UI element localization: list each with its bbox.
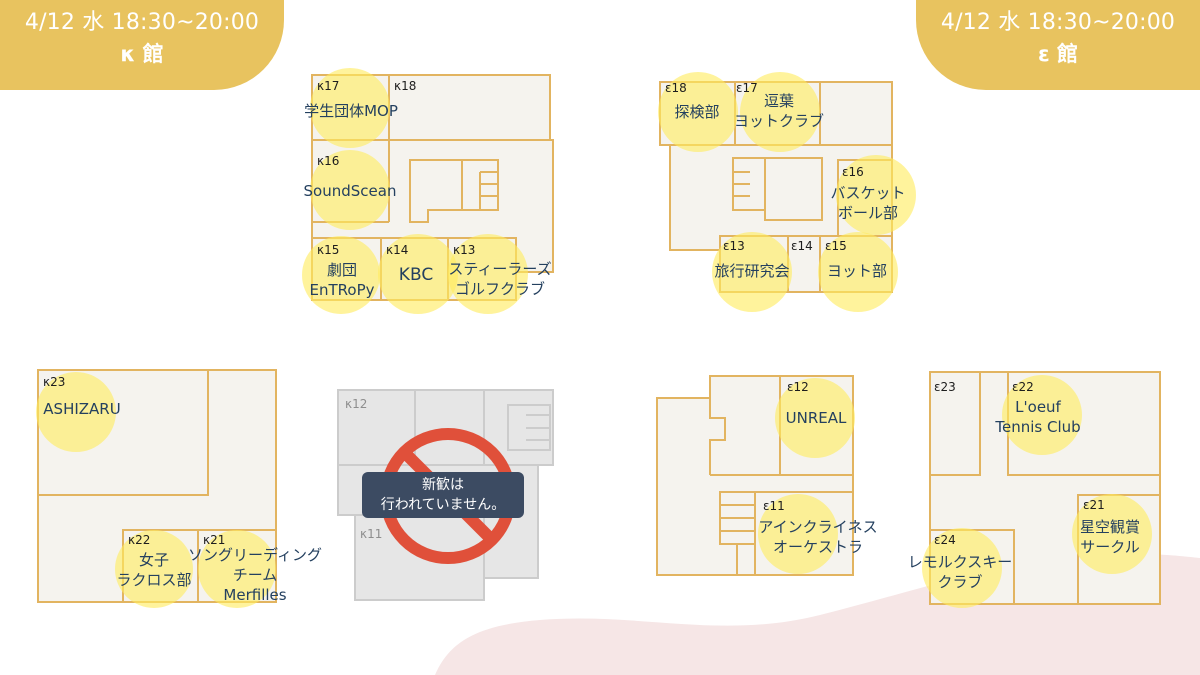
room-code-k13: κ13 bbox=[453, 243, 476, 257]
epsilon-hall-badge: 4/12 水 18:30~20:00 ε 館 bbox=[916, 0, 1200, 90]
not-held-notice: 新歓は 行われていません。 bbox=[362, 472, 524, 518]
room-code-k12: κ12 bbox=[345, 397, 368, 411]
kappa-hall-badge: 4/12 水 18:30~20:00 κ 館 bbox=[0, 0, 284, 90]
room-code-k22: κ22 bbox=[128, 533, 151, 547]
not-held-text: 新歓は 行われていません。 bbox=[380, 477, 506, 513]
room-code-k16: κ16 bbox=[317, 154, 340, 168]
highlight-e15 bbox=[818, 232, 898, 312]
room-code-k23: κ23 bbox=[43, 375, 66, 389]
club-e11: アインクライネス オーケストラ bbox=[758, 518, 878, 556]
kappa-datetime: 4/12 水 18:30~20:00 bbox=[24, 10, 260, 35]
highlight-k22 bbox=[115, 530, 193, 608]
room-code-e23: ε23 bbox=[934, 380, 956, 394]
room-code-e17: ε17 bbox=[736, 81, 758, 95]
club-e22: L'oeuf Tennis Club bbox=[995, 398, 1081, 436]
club-k23: ASHIZARU bbox=[43, 400, 121, 418]
club-e17: 逗葉 ヨットクラブ bbox=[733, 92, 825, 130]
room-code-k18: κ18 bbox=[394, 79, 417, 93]
highlight-e18 bbox=[658, 72, 738, 152]
room-code-k15: κ15 bbox=[317, 243, 340, 257]
club-k21: ソングリーディング チーム Merfilles bbox=[188, 546, 322, 604]
highlight-k13 bbox=[448, 234, 528, 314]
club-k22: 女子 ラクロス部 bbox=[116, 551, 192, 589]
highlight-e22 bbox=[1002, 375, 1082, 455]
club-e21: 星空観賞 サークル bbox=[1079, 518, 1141, 556]
epsilon-hall-name: ε 館 bbox=[1037, 42, 1078, 66]
highlight-k15 bbox=[302, 236, 380, 314]
highlight-e11 bbox=[758, 494, 838, 574]
club-k14: KBC bbox=[398, 265, 434, 285]
club-k15: 劇団 EnTRoPy bbox=[309, 261, 375, 299]
room-code-e22: ε22 bbox=[1012, 380, 1034, 394]
room-code-e13: ε13 bbox=[723, 239, 745, 253]
club-k17: 学生団体MOP bbox=[304, 102, 398, 120]
highlight-k23 bbox=[36, 372, 116, 452]
highlight-k21 bbox=[198, 530, 276, 608]
room-code-e12: ε12 bbox=[787, 380, 809, 394]
highlight-e24 bbox=[922, 528, 1002, 608]
club-e18: 探検部 bbox=[674, 103, 720, 121]
room-code-e15: ε15 bbox=[825, 239, 847, 253]
highlight-e13 bbox=[712, 232, 792, 312]
highlight-e21 bbox=[1072, 494, 1152, 574]
room-code-k11: κ11 bbox=[360, 527, 383, 541]
club-k16: SoundScean bbox=[303, 182, 397, 200]
room-code-k21: κ21 bbox=[203, 533, 226, 547]
club-e15: ヨット部 bbox=[826, 262, 888, 280]
kappa-hall-name: κ 館 bbox=[120, 42, 164, 66]
highlight-k17 bbox=[310, 68, 390, 148]
room-code-e24: ε24 bbox=[934, 533, 956, 547]
club-e16: バスケット ボール部 bbox=[830, 184, 906, 222]
room-code-e21: ε21 bbox=[1083, 498, 1105, 512]
epsilon-datetime: 4/12 水 18:30~20:00 bbox=[940, 10, 1176, 35]
room-code-e14: ε14 bbox=[791, 239, 813, 253]
room-code-e18: ε18 bbox=[665, 81, 687, 95]
highlight-e12 bbox=[775, 378, 855, 458]
room-code-e11: ε11 bbox=[763, 499, 785, 513]
highlight-e16 bbox=[836, 155, 916, 235]
club-k13: スティーラーズ ゴルフクラブ bbox=[448, 260, 552, 298]
room-code-k17: κ17 bbox=[317, 79, 340, 93]
highlight-e17 bbox=[740, 72, 820, 152]
room-code-e16: ε16 bbox=[842, 165, 864, 179]
highlight-k14 bbox=[378, 234, 458, 314]
room-code-k14: κ14 bbox=[386, 243, 409, 257]
highlight-k16 bbox=[310, 150, 390, 230]
club-e13: 旅行研究会 bbox=[714, 262, 790, 280]
club-e12: UNREAL bbox=[785, 409, 847, 427]
club-e24: レモルクスキー クラブ bbox=[907, 553, 1013, 591]
